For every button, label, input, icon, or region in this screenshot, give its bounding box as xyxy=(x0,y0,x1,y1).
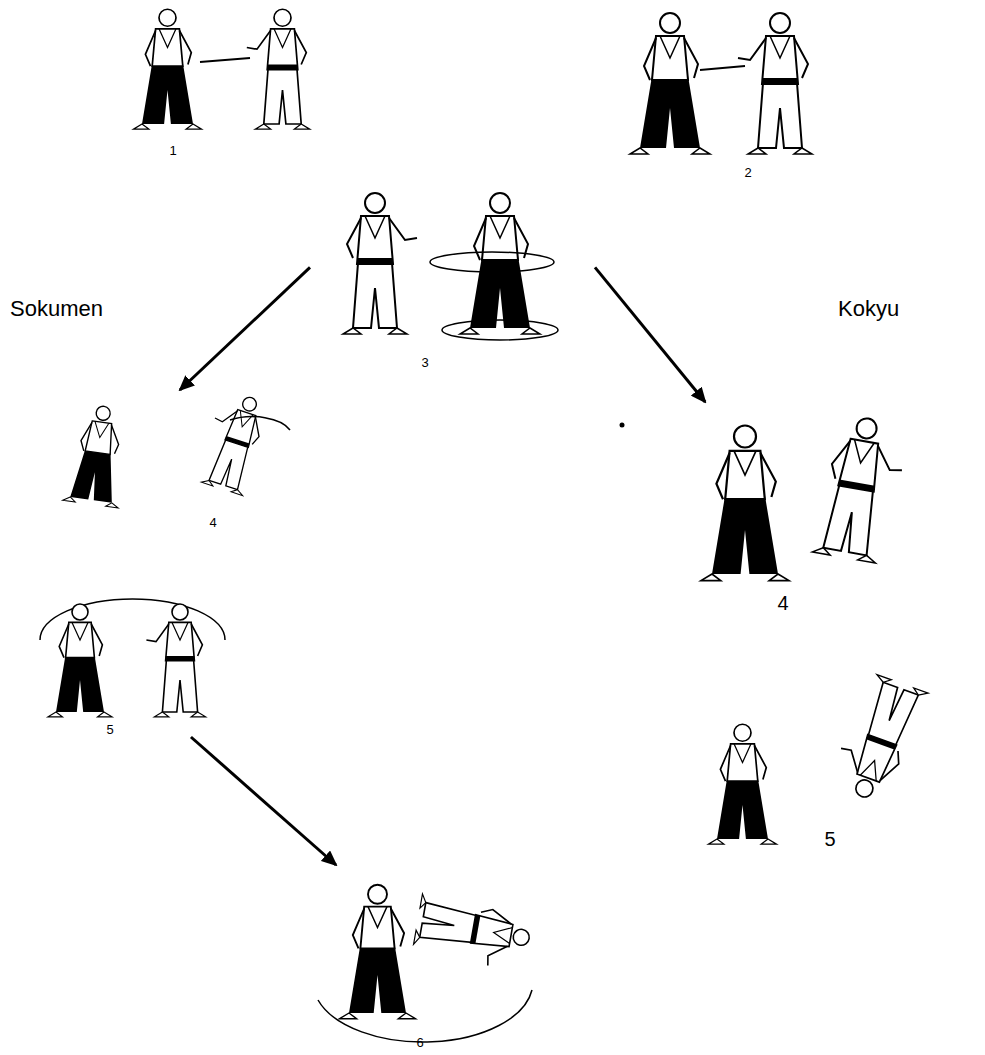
step-number: 4 xyxy=(209,516,216,530)
illustration-panel: 2 xyxy=(600,0,875,180)
figure-panel xyxy=(630,13,812,154)
technique-name: Sokumen xyxy=(10,296,103,322)
step-number: 5 xyxy=(106,723,113,737)
figure-panel xyxy=(343,193,558,340)
step-number: 1 xyxy=(169,144,176,158)
flow-arrow xyxy=(595,267,705,402)
illustration-panel: 5 xyxy=(685,660,955,850)
illustration-panel: 4 xyxy=(655,402,950,614)
step-number: 5 xyxy=(824,828,835,850)
stray-dot xyxy=(620,423,625,428)
flow-arrow xyxy=(191,737,336,865)
step-number: 6 xyxy=(416,1036,423,1050)
step-number: 3 xyxy=(421,356,428,370)
illustration-panel: 4 xyxy=(0,390,305,530)
flow-arrow xyxy=(180,267,310,390)
figure-panel xyxy=(318,885,534,1042)
illustration-panel: 6 xyxy=(300,865,540,1050)
figure-panel xyxy=(63,389,290,508)
step-number: 2 xyxy=(744,166,751,180)
step-number: 4 xyxy=(777,592,788,614)
figure-panel xyxy=(40,599,225,717)
illustration-panel: 3 xyxy=(310,180,595,370)
figure-panel xyxy=(701,413,910,581)
illustration-panel: 1 xyxy=(120,0,345,158)
technique-name: Kokyu xyxy=(838,296,899,322)
illustration-panel: 5 xyxy=(10,590,245,737)
figure-panel xyxy=(709,672,929,844)
figure-panel xyxy=(134,9,310,129)
